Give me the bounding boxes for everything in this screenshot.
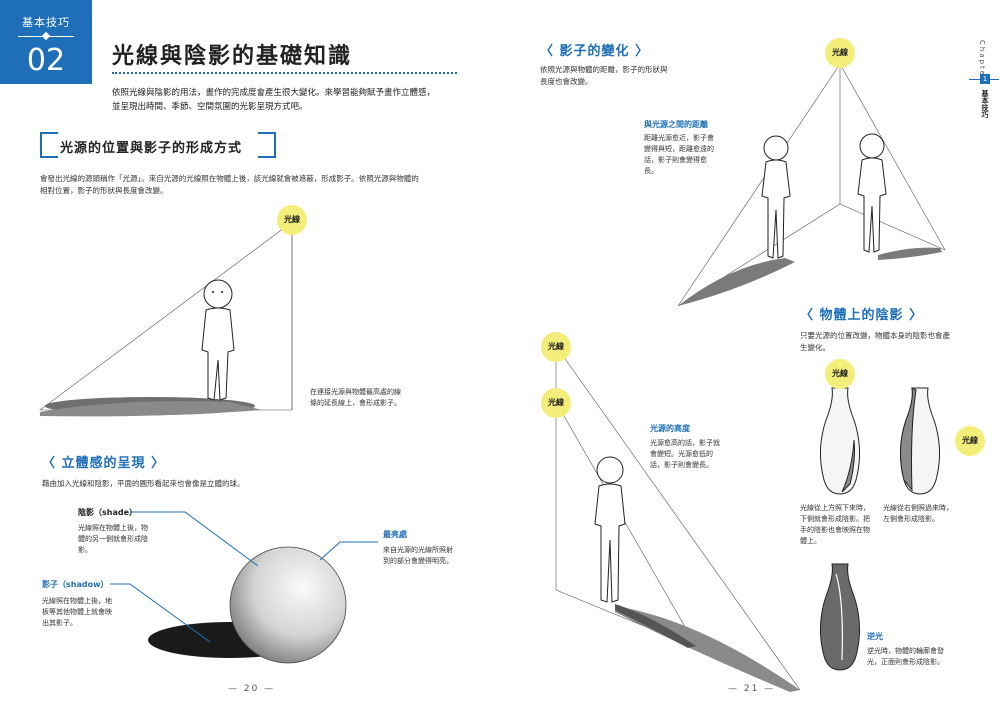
chapter-word: Chapter (978, 40, 986, 82)
chapter-number: 1 (980, 74, 990, 84)
highlight-label: 最亮處 (383, 530, 407, 539)
highlight-text: 來自光源的光線所照射到的部分會變得明亮。 (383, 546, 453, 565)
page-number-right: — 21 — (728, 684, 776, 694)
distance-illustration (677, 63, 946, 307)
sphere-illustration (110, 511, 378, 664)
shadow-note: 在連接光源與物體最高處的線條的延長線上，會形成影子。 (310, 388, 401, 407)
section3-title: 〈 影子的變化 〉 (540, 44, 650, 59)
section1-body: 會發出光線的源頭稱作「光源」。來自光源的光線照在物體上後，該光線就會被遮蔽，形成… (40, 174, 419, 195)
badge-number: 02 (26, 43, 66, 78)
shadow-label: 影子（shadow） (42, 580, 109, 589)
light-cone-illustration (39, 221, 293, 417)
shade-label: 陰影（shade） (78, 508, 138, 517)
caption-side-light: 光線從右側照過來時，左側會形成陰影。 (883, 504, 953, 523)
distance-label: 與光源之間的距離 (644, 120, 708, 129)
section2-body: 藉由加入光線和陰影，平面的圓形看起來也會像是立體的球。 (42, 479, 245, 488)
section3-body: 依照光源與物體的距離，影子的形狀與長度也會改變。 (540, 65, 668, 86)
page-title: 光線與陰影的基礎知識 (112, 44, 353, 69)
height-illustration (555, 345, 801, 692)
backlight-label: 逆光 (867, 632, 883, 641)
height-label: 光源的高度 (650, 424, 690, 433)
section2-title: 〈 立體感的呈現 〉 (42, 456, 166, 471)
section1-title: 光源的位置與影子的形成方式 (60, 141, 243, 156)
intro-text: 依照光線與陰影的用法，畫作的完成度會產生很大變化。來學習能夠賦予畫作立體感，並呈… (112, 88, 436, 112)
section4-body: 只要光源的位置改變，物體本身的陰影也會產生變化。 (800, 331, 950, 352)
shade-text: 光線照在物體上後，物體的另一側就會形成陰影。 (78, 524, 148, 554)
light-source-low: 光線 (541, 388, 571, 418)
distance-text: 距離光源愈近，影子會變得與短，距離愈遠的話，影子則會變得愈長。 (644, 134, 714, 175)
light-source-top: 光線 (825, 38, 855, 68)
light-source-marker: 光線 (277, 205, 307, 235)
light-source-vase-side: 光線 (955, 426, 985, 456)
section-badge: 基本技巧 02 (0, 0, 92, 84)
left-page: 基本技巧 02 光線與陰影的基礎知識 依照光線與陰影的用法，畫作的完成度會產生很… (0, 0, 457, 694)
right-page: 〈 影子的變化 〉 依照光源與物體的距離，影子的形狀與長度也會改變。 與光源之間… (500, 0, 1000, 706)
page-number-left: — 20 — (228, 684, 276, 694)
light-source-high: 光線 (541, 332, 571, 362)
backlight-text: 逆光時，物體的輪廓會發光，正面則會形成陰影。 (867, 647, 944, 666)
vase-illustrations (820, 387, 940, 671)
badge-label: 基本技巧 (22, 16, 70, 29)
caption-top-light: 光線從上方照下來時，下側就會形成陰影。把手的陰影也會映照在物體上。 (800, 504, 870, 545)
height-text: 光源愈高的話，影子就會變短。光源愈低的話，影子則會變長。 (650, 439, 720, 469)
section4-title: 〈 物體上的陰影 〉 (800, 308, 924, 323)
light-source-vase-top: 光線 (825, 359, 855, 389)
shadow-text: 光線照在物體上後，地板等其他物體上就會映出其影子。 (42, 597, 112, 627)
chapter-name: 基本技巧 (981, 90, 989, 118)
